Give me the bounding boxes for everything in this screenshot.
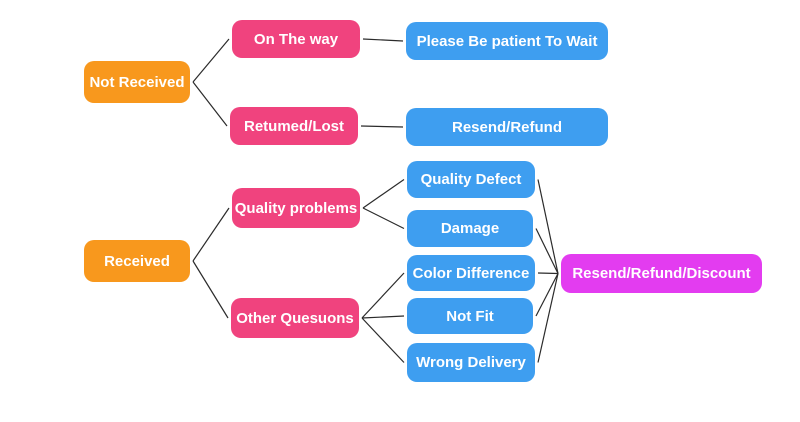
node-color-difference: Color Difference xyxy=(407,255,535,291)
node-returned-lost: Retumed/Lost xyxy=(230,107,358,145)
node-resend-refund-discount: Resend/Refund/Discount xyxy=(561,254,762,293)
node-please-be-patient: Please Be patient To Wait xyxy=(406,22,608,60)
node-wrong-delivery: Wrong Delivery xyxy=(407,343,535,382)
node-other-questions: Other Quesuons xyxy=(231,298,359,338)
node-not-received: Not Received xyxy=(84,61,190,103)
node-quality-defect: Quality Defect xyxy=(407,161,535,198)
node-damage: Damage xyxy=(407,210,533,247)
node-on-the-way: On The way xyxy=(232,20,360,58)
node-received: Received xyxy=(84,240,190,282)
node-not-fit: Not Fit xyxy=(407,298,533,334)
node-resend-refund: Resend/Refund xyxy=(406,108,608,146)
node-quality-problems: Quality problems xyxy=(232,188,360,228)
